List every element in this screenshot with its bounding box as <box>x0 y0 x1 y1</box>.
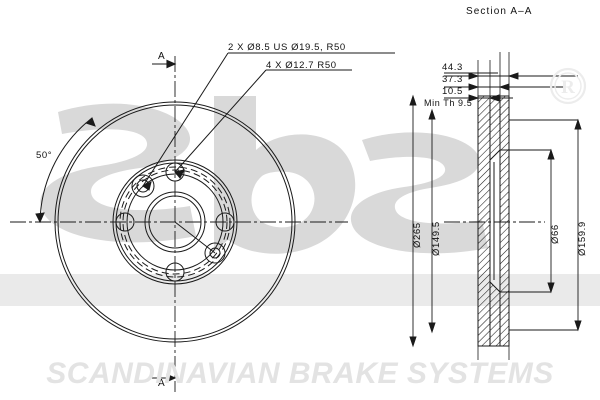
section-marker-bottom: A <box>158 378 165 389</box>
arrow-head-arc-top <box>84 117 96 127</box>
dim-label-37-3: 37.3 <box>442 74 463 85</box>
hub-neck-bottom <box>489 280 501 347</box>
registered-trademark-icon: R <box>548 66 588 106</box>
friction-plate-outboard <box>477 95 491 347</box>
sbs-logo-watermark <box>0 96 600 306</box>
svg-text:R: R <box>561 77 575 98</box>
dim-label-d66: Ø66 <box>550 224 561 244</box>
hole-note-bolt: 4 X Ø12.7 R50 <box>266 60 337 71</box>
footer-brand-text: SCANDINAVIAN BRAKE SYSTEMS <box>46 357 554 390</box>
section-marker-top: A <box>158 51 165 62</box>
dim-label-10-5: 10.5 <box>442 86 463 97</box>
arrow-head-arc-bottom <box>35 212 45 224</box>
hole-note-counterbore: 2 X Ø8.5 US Ø19.5, R50 <box>228 42 346 53</box>
section-view-body <box>477 95 510 347</box>
angle-50-arc <box>35 117 96 224</box>
hub-neck-top <box>489 95 501 162</box>
arrow-head-leader-1 <box>142 181 152 191</box>
front-view-centerlines <box>10 56 348 392</box>
section-horizontal-dims <box>444 72 578 102</box>
dim-label-d159-9: Ø159.9 <box>577 221 588 256</box>
leader-lines <box>142 52 395 254</box>
section-title: Section A–A <box>466 6 533 17</box>
angle-callout-50: 50° <box>36 150 53 161</box>
section-markers <box>152 59 177 383</box>
counterbore-hole <box>204 242 226 264</box>
dim-label-d149-5: Ø149.5 <box>431 221 442 256</box>
section-vertical-dims <box>409 94 582 348</box>
dim-label-44-3: 44.3 <box>442 62 463 73</box>
dim-label-min-th: Min Th 9.5 <box>424 98 473 108</box>
arrow-head-leader-2 <box>174 169 185 179</box>
friction-plate-inboard <box>499 95 510 347</box>
dim-label-d265: Ø265 <box>412 222 423 248</box>
